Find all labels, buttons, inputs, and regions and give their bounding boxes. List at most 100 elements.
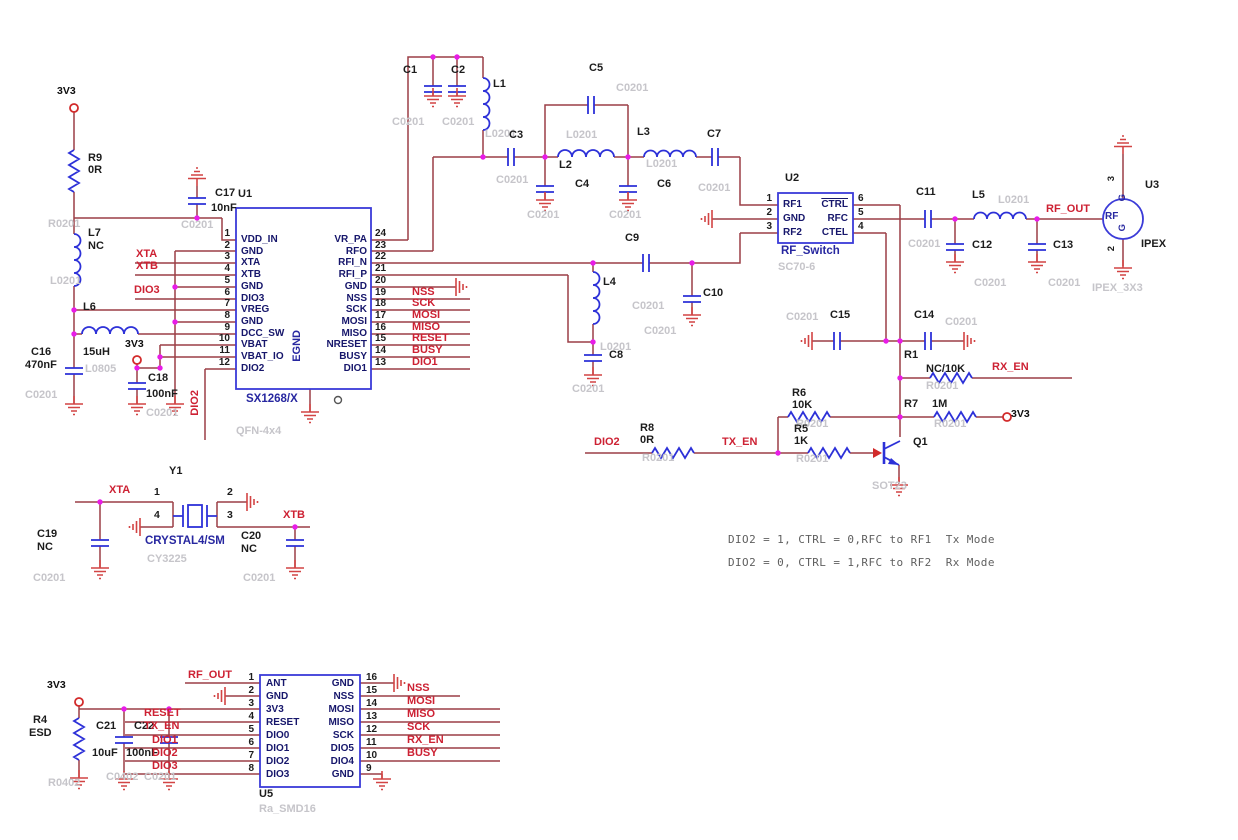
label-u3: U3 [1145,179,1160,191]
label-l0201: L0201 [566,129,598,141]
label-c22: C22 [134,720,155,732]
pin-10: 10 [218,333,230,345]
pin-gnd: GND [344,280,367,292]
pin-dio1: DIO1 [266,743,290,754]
pin-10: 10 [366,750,378,761]
label-c5: C5 [589,62,604,74]
pin-gnd: GND [331,769,354,780]
pin-7: 7 [248,750,254,761]
label-xtb: XTB [283,509,305,521]
label-qfn-4x4: QFN-4x4 [236,425,282,437]
label-cy3225: CY3225 [147,553,187,565]
pin-8: 8 [224,310,230,322]
label-c0402: C0402 [106,771,139,783]
label-c4: C4 [575,178,590,190]
label-c0201: C0201 [1048,277,1081,289]
label-dio1: DIO1 [412,356,438,368]
label-dio2-1-ctrl-0-rfc-to-rf1-tx-mode: DIO2 = 1, CTRL = 0,RFC to RF1 Tx Mode [728,533,995,546]
pin-2: 2 [248,685,254,696]
pin-nreset: NRESET [326,339,367,351]
pin-16: 16 [366,672,378,683]
label-c18: C18 [148,372,169,384]
label-q1: Q1 [913,436,928,448]
label-c0201: C0201 [786,311,819,323]
pin-vbat: VBAT [241,339,268,351]
pin-vreg: VREG [241,304,270,316]
label-r5: R5 [794,423,809,435]
label-c0201: C0201 [392,116,425,128]
label-sot23: SOT23 [872,480,907,492]
label-10k: 10K [792,399,813,411]
label-nc: NC [37,541,53,553]
label-3v3: 3V3 [1011,408,1030,420]
pin-nss: NSS [346,292,367,304]
label-miso: MISO [407,708,436,720]
label-c0201: C0201 [33,572,66,584]
label-l0201: L0201 [50,275,82,287]
label-tx-en: TX_EN [722,436,758,448]
pin-dio0: DIO0 [266,730,290,741]
u3-ipex-connector [1102,198,1144,240]
label-15uh: 15uH [83,346,110,358]
pin-1: 1 [248,672,254,683]
3v3-terminal-u5 [74,697,84,707]
label-1m: 1M [932,398,948,410]
pin-19: 19 [375,286,387,298]
label-c0201: C0201 [616,82,649,94]
pin-dio2: DIO2 [241,362,265,374]
pin-13: 13 [366,711,378,722]
label-c0201: C0201 [572,383,605,395]
label-r6: R6 [792,387,807,399]
label-esd: ESD [29,727,52,739]
pin-6: 6 [248,737,254,748]
label-crystal4-sm: CRYSTAL4/SM [145,535,225,547]
u1-ic-box [235,207,372,390]
label-c0201: C0201 [632,300,665,312]
pin-7: 7 [224,298,230,310]
pin-2: 2 [224,239,230,251]
label-l0805: L0805 [85,363,117,375]
label-c0201: C0201 [146,407,179,419]
u5-ic-box [259,674,361,788]
label-rf-switch: RF_Switch [781,245,840,257]
pin-ctrl: CTRL [821,199,848,210]
pin-rf1: RF1 [783,199,802,210]
pin-8: 8 [248,763,254,774]
label-dio2: DIO2 [189,390,201,416]
pin-6: 6 [858,193,864,204]
pin-9: 9 [224,321,230,333]
pin-dio3: DIO3 [266,769,290,780]
label-xtb: XTB [136,260,158,272]
label-dio2-0-ctrl-1-rfc-to-rf2-rx-mode: DIO2 = 0, CTRL = 1,RFC to RF2 Rx Mode [728,556,995,569]
junction-dots [71,54,1040,712]
label-l5: L5 [972,189,985,201]
label-r0201: R0201 [934,418,967,430]
pin-16: 16 [375,321,387,333]
pin-5: 5 [858,207,864,218]
label-r1: R1 [904,349,919,361]
label-10nf: 10nF [211,202,237,214]
label-l6: L6 [83,301,96,313]
pin-rf2: RF2 [783,227,802,238]
pin-3v3: 3V3 [266,704,284,715]
q1-base-arrow [873,448,882,458]
pin-vdd-in: VDD_IN [241,234,278,245]
label-r0201: R0201 [48,218,81,230]
label-c0201: C0201 [181,219,214,231]
label-c0201: C0201 [698,182,731,194]
pin-12: 12 [218,356,230,368]
label-nc-10k: NC/10K [926,363,966,375]
pin-gnd: GND [241,245,264,257]
label-r8: R8 [640,422,655,434]
pin-sck: SCK [332,730,354,741]
label-c9: C9 [625,232,640,244]
